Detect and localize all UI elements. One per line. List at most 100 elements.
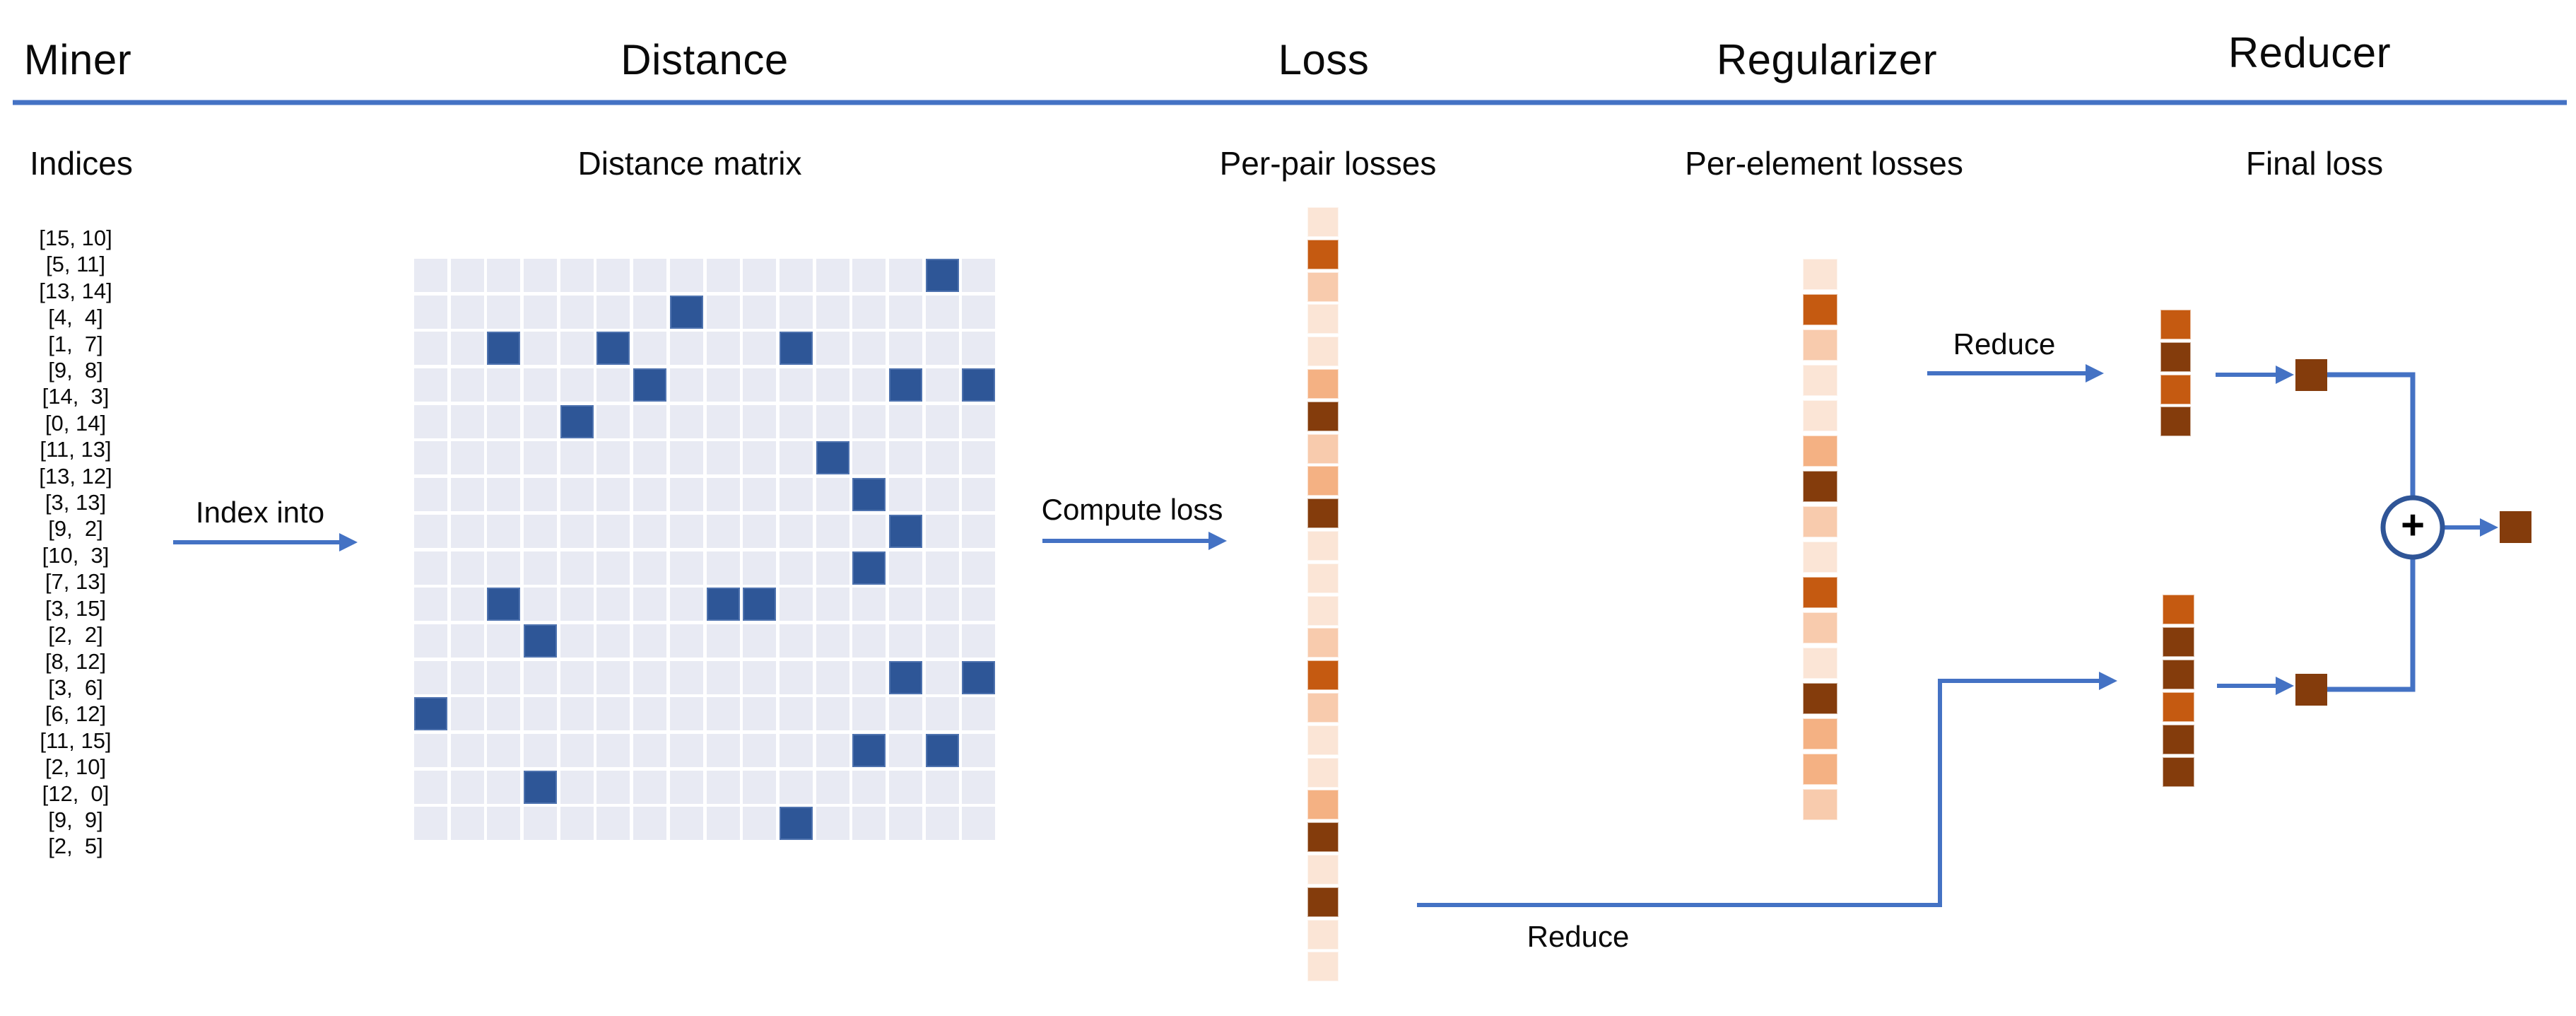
matrix-cell <box>524 295 558 329</box>
matrix-cell <box>414 551 447 585</box>
reduced-loss-cell <box>2163 627 2194 657</box>
matrix-cell-highlighted <box>487 332 521 366</box>
matrix-cell <box>816 624 849 658</box>
matrix-cell <box>962 733 996 767</box>
matrix-cell-highlighted <box>779 807 813 841</box>
matrix-cell <box>633 441 667 475</box>
matrix-cell <box>962 295 996 329</box>
per-pair-loss-cell <box>1307 304 1339 334</box>
per-pair-loss-cell <box>1307 822 1339 853</box>
matrix-cell <box>925 624 959 658</box>
matrix-cell <box>414 514 447 548</box>
matrix-cell <box>450 770 484 804</box>
matrix-cell <box>743 551 777 585</box>
matrix-cell <box>743 733 777 767</box>
subtitle-per-element-losses: Per-element losses <box>1685 145 1963 182</box>
matrix-cell <box>852 660 886 694</box>
subtitle-distance-matrix: Distance matrix <box>577 145 802 182</box>
matrix-cell <box>962 697 996 731</box>
bottom-square-to-sum-connector <box>2327 557 2416 692</box>
per-pair-loss-cell <box>1307 660 1339 691</box>
matrix-cell-highlighted <box>743 588 777 621</box>
matrix-cell <box>706 733 740 767</box>
matrix-cell <box>962 332 996 366</box>
matrix-cell <box>925 588 959 621</box>
per-pair-loss-cell <box>1307 790 1339 820</box>
matrix-cell-highlighted <box>925 259 959 292</box>
matrix-cell <box>706 770 740 804</box>
matrix-cell <box>560 807 594 841</box>
per-pair-loss-cell <box>1307 368 1339 399</box>
matrix-cell <box>779 624 813 658</box>
matrix-cell <box>450 807 484 841</box>
index-pair: [12, 0] <box>42 781 110 806</box>
index-into-label: Index into <box>195 496 325 529</box>
matrix-cell <box>779 514 813 548</box>
matrix-cell <box>852 441 886 475</box>
index-pair: [3, 13] <box>45 490 107 515</box>
matrix-cell-highlighted <box>487 588 521 621</box>
matrix-cell <box>779 368 813 402</box>
per-pair-loss-cell <box>1307 498 1339 529</box>
matrix-cell <box>524 259 558 292</box>
matrix-cell <box>816 478 849 512</box>
subtitle-indices: Indices <box>30 145 133 182</box>
matrix-cell <box>925 368 959 402</box>
matrix-cell <box>706 295 740 329</box>
matrix-cell <box>888 441 922 475</box>
matrix-cell <box>450 733 484 767</box>
matrix-cell <box>779 441 813 475</box>
matrix-cell <box>743 295 777 329</box>
per-element-loss-cell <box>1803 329 1837 361</box>
matrix-cell <box>560 697 594 731</box>
matrix-cell <box>524 332 558 366</box>
matrix-cell <box>888 770 922 804</box>
compute-loss-label: Compute loss <box>1041 493 1223 526</box>
matrix-cell <box>706 404 740 438</box>
matrix-cell <box>487 770 521 804</box>
matrix-cell <box>779 770 813 804</box>
matrix-cell <box>925 514 959 548</box>
matrix-cell <box>706 660 740 694</box>
matrix-cell <box>487 478 521 512</box>
matrix-cell <box>779 478 813 512</box>
matrix-cell <box>560 295 594 329</box>
matrix-cell <box>706 332 740 366</box>
matrix-cell <box>596 404 630 438</box>
matrix-cell <box>560 770 594 804</box>
index-pair: [15, 10] <box>39 226 112 250</box>
matrix-cell <box>450 514 484 548</box>
matrix-cell <box>450 332 484 366</box>
per-element-loss-cell <box>1803 259 1837 290</box>
matrix-cell <box>560 259 594 292</box>
matrix-cell <box>816 697 849 731</box>
index-pair: [5, 11] <box>46 252 105 277</box>
column-title-loss: Loss <box>1278 36 1370 83</box>
matrix-cell-highlighted <box>560 404 594 438</box>
matrix-cell <box>669 259 703 292</box>
matrix-cell <box>888 404 922 438</box>
matrix-cell <box>925 332 959 366</box>
matrix-cell <box>962 624 996 658</box>
matrix-cell <box>779 404 813 438</box>
matrix-cell <box>633 697 667 731</box>
per-pair-loss-cell <box>1307 595 1339 626</box>
matrix-cell <box>450 441 484 475</box>
matrix-cell <box>962 807 996 841</box>
matrix-cell <box>596 624 630 658</box>
matrix-cell <box>596 807 630 841</box>
matrix-cell <box>816 332 849 366</box>
matrix-cell <box>852 770 886 804</box>
reduced-loss-cell <box>2163 725 2194 754</box>
per-element-loss-cell <box>1803 648 1837 679</box>
reduced-loss-cell <box>2163 660 2194 689</box>
matrix-cell <box>560 478 594 512</box>
matrix-cell <box>524 441 558 475</box>
plus-sign: + <box>2401 502 2425 549</box>
per-pair-loss-cell <box>1307 239 1339 269</box>
matrix-cell <box>596 441 630 475</box>
matrix-cell <box>524 660 558 694</box>
matrix-cell-highlighted <box>779 332 813 366</box>
sum-circle <box>2380 495 2445 560</box>
matrix-cell <box>596 588 630 621</box>
